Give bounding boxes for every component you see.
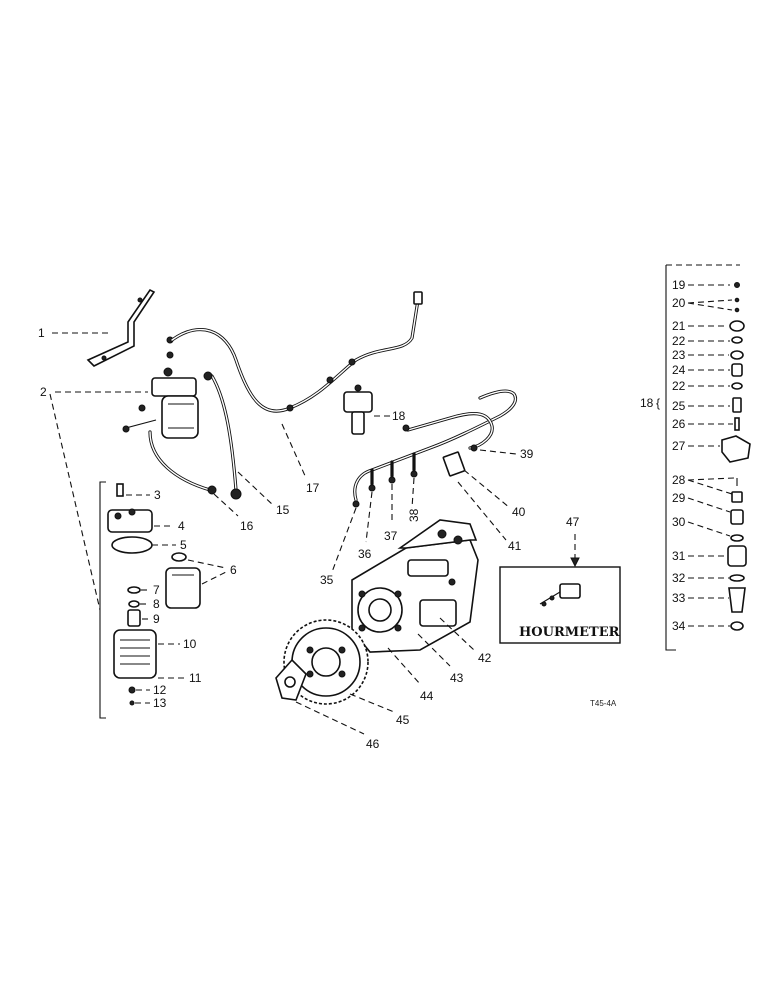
callout-18-a: 18 <box>392 409 406 423</box>
callout-22: 22 <box>672 334 686 348</box>
leader-39 <box>479 449 517 455</box>
callout-9: 9 <box>153 612 160 626</box>
leader-36 <box>365 491 373 543</box>
brace-mark: { <box>656 396 660 410</box>
leader-38 <box>411 477 415 509</box>
filter-exploded-parts <box>107 483 201 706</box>
callout-12: 12 <box>153 683 167 697</box>
leader-44 <box>387 647 421 685</box>
callout-38: 38 <box>407 508 421 522</box>
injection-pump <box>351 519 479 653</box>
hourmeter-part <box>539 583 581 607</box>
callout-43: 43 <box>450 671 464 685</box>
callout-44: 44 <box>420 689 434 703</box>
callout-10: 10 <box>183 637 197 651</box>
injection-lines <box>352 389 518 508</box>
leader-46 <box>295 701 365 735</box>
leader-17 <box>281 423 307 479</box>
leader-45 <box>349 693 395 713</box>
callout-40: 40 <box>512 505 526 519</box>
leader-2b <box>49 393 101 611</box>
callout-32: 32 <box>672 571 686 585</box>
callout-24: 24 <box>672 363 686 377</box>
callout-26: 26 <box>672 417 686 431</box>
leader-16 <box>213 493 239 517</box>
fuel-lines <box>148 291 423 500</box>
callout-21: 21 <box>672 319 686 333</box>
leader-6b <box>201 571 227 585</box>
callout-2: 2 <box>40 385 47 399</box>
drive-gear <box>283 619 369 705</box>
callout-7: 7 <box>153 583 160 597</box>
callout-3: 3 <box>154 488 161 502</box>
leader-41 <box>457 481 507 541</box>
callout-19: 19 <box>672 278 686 292</box>
callout-18-b: 18 <box>640 396 654 410</box>
callout-33: 33 <box>672 591 686 605</box>
callout-15: 15 <box>276 503 290 517</box>
callout-29: 29 <box>672 491 686 505</box>
callout-20: 20 <box>672 296 686 310</box>
callout-23: 23 <box>672 348 686 362</box>
callout-17: 17 <box>306 481 320 495</box>
fuel-filter-assembly <box>122 336 199 439</box>
callout-36: 36 <box>358 547 372 561</box>
callout-47: 47 <box>566 515 580 529</box>
callout-28: 28 <box>672 473 686 487</box>
callout-39: 39 <box>520 447 534 461</box>
injector-leaders <box>687 284 735 627</box>
arrow-47 <box>570 557 580 568</box>
callout-41: 41 <box>508 539 522 553</box>
hourmeter-label: HOURMETER <box>519 625 620 640</box>
leader-15 <box>237 471 275 507</box>
callout-27: 27 <box>672 439 686 453</box>
leader-35 <box>331 507 357 573</box>
hourmeter-box <box>499 566 621 644</box>
callout-46: 46 <box>366 737 380 751</box>
bracket-part <box>86 288 156 367</box>
callout-11: 11 <box>189 671 202 685</box>
callout-45: 45 <box>396 713 410 727</box>
leader-40 <box>463 469 511 509</box>
callout-4: 4 <box>178 519 185 533</box>
callout-30: 30 <box>672 515 686 529</box>
filter-bracket-line <box>99 481 106 719</box>
adapter-plate <box>275 658 307 701</box>
figure-code: T45-4A <box>590 699 617 708</box>
leader-43 <box>417 633 451 667</box>
callout-34: 34 <box>672 619 686 633</box>
leader-42 <box>439 617 475 651</box>
callout-1: 1 <box>38 326 45 340</box>
leader-6a <box>187 559 227 569</box>
injector-nozzle <box>343 384 373 435</box>
injector-bracket-line <box>665 265 676 651</box>
callout-22-b: 22 <box>672 379 686 393</box>
callout-5: 5 <box>180 538 187 552</box>
callout-35: 35 <box>320 573 334 587</box>
callout-25: 25 <box>672 399 686 413</box>
callout-8: 8 <box>153 597 160 611</box>
callout-6: 6 <box>230 563 237 577</box>
callout-31: 31 <box>672 549 686 563</box>
injector-exploded-parts <box>721 282 751 631</box>
callout-13: 13 <box>153 696 167 710</box>
callout-42: 42 <box>478 651 492 665</box>
callout-16: 16 <box>240 519 254 533</box>
callout-37: 37 <box>384 529 398 543</box>
